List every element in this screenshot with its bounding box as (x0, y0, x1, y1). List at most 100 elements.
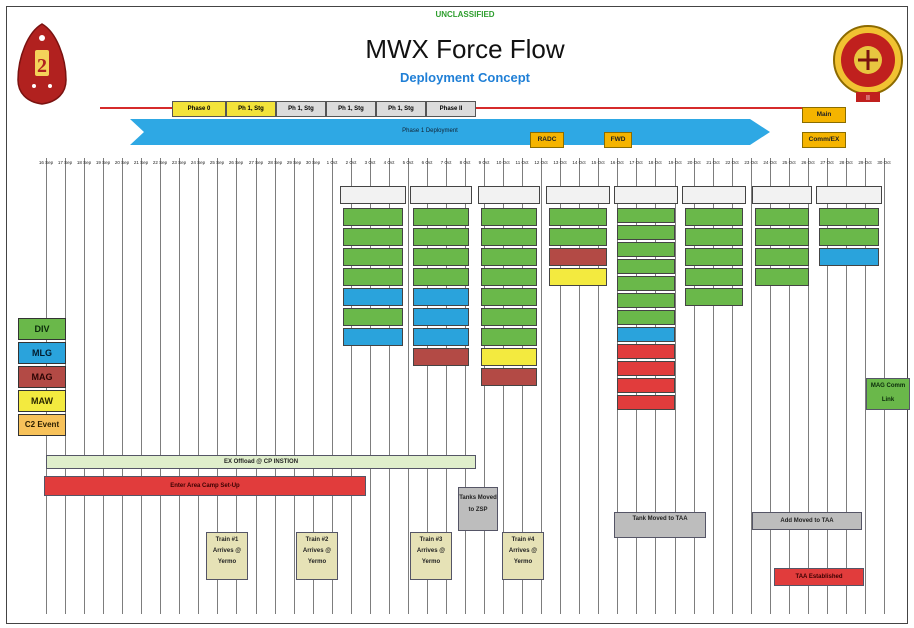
timeline-date-label: 19 Oct (668, 160, 682, 165)
unit-header (478, 186, 540, 204)
phase-1-stage-chip: Ph 1, Stg (226, 101, 276, 117)
unit-block (549, 268, 607, 286)
timeline-date-label: 20 Sep (114, 160, 130, 165)
timeline-tick (389, 158, 390, 614)
timeline-date-label: 13 Oct (553, 160, 567, 165)
timeline-date-label: 2 Oct (345, 160, 357, 165)
timeline-date-label: 17 Oct (629, 160, 643, 165)
legend-mlg: MLG (18, 342, 66, 364)
timeline-tick (503, 158, 504, 614)
timeline-date-label: 9 Oct (478, 160, 490, 165)
unit-block (819, 208, 879, 226)
timeline-date-label: 16 Oct (610, 160, 624, 165)
timeline-date-label: 28 Oct (839, 160, 853, 165)
camp-setup-bar: Enter Area Camp Set-Up (44, 476, 366, 496)
deployment-banner-label: Phase 1 Deployment (402, 128, 458, 134)
division-emblem-icon: 2 (17, 23, 67, 105)
timeline-date-label: 29 Oct (858, 160, 872, 165)
timeline-tick (370, 158, 371, 614)
unit-block (343, 248, 403, 266)
unit-block (755, 208, 809, 226)
usmc-seal-icon: II (833, 25, 903, 102)
unit-block (819, 248, 879, 266)
timeline-date-label: 30 Oct (877, 160, 891, 165)
train-4-box: Train #4 Arrives @ Yermo (502, 532, 544, 580)
timeline-date-label: 6 Oct (421, 160, 433, 165)
unit-block (343, 268, 403, 286)
unit-block (617, 293, 675, 308)
timeline-tick (84, 158, 85, 614)
timeline-date-label: 15 Oct (591, 160, 605, 165)
classification-label: UNCLASSIFIED (435, 10, 495, 19)
timeline-tick (560, 158, 561, 614)
unit-block (549, 248, 607, 266)
timeline-date-label: 10 Oct (496, 160, 510, 165)
phase-1-stage-chip: Ph 1, Stg (326, 101, 376, 117)
timeline-tick (751, 158, 752, 614)
unit-header (614, 186, 678, 204)
unit-block (617, 395, 675, 410)
timeline-tick (694, 158, 695, 614)
offload-bar: EX Offload @ CP INSTION (46, 455, 476, 469)
timeline-date-label: 8 Oct (459, 160, 471, 165)
timeline-tick (522, 158, 523, 614)
timeline-date-label: 29 Sep (286, 160, 302, 165)
unit-block (413, 348, 469, 366)
slide-frame (6, 6, 908, 624)
add-taa-box: Add Moved to TAA (752, 512, 862, 530)
timeline-tick (732, 158, 733, 614)
unit-block (755, 228, 809, 246)
unit-block (481, 348, 537, 366)
timeline-tick (846, 158, 847, 614)
timeline-date-label: 4 Oct (383, 160, 395, 165)
timeline-tick (789, 158, 790, 614)
unit-header (546, 186, 610, 204)
timeline-tick (446, 158, 447, 614)
unit-block (617, 242, 675, 257)
unit-block (481, 268, 537, 286)
fwd-tag: FWD (604, 132, 632, 148)
tank-taa-box: Tank Moved to TAA (614, 512, 706, 538)
phase-0-chip: Phase 0 (172, 101, 226, 117)
legend-maw: MAW (18, 390, 66, 412)
unit-header (682, 186, 746, 204)
unit-block (343, 288, 403, 306)
main-tag: Main (802, 107, 846, 123)
timeline-tick (103, 158, 104, 614)
legend-c2-event: C2 Event (18, 414, 66, 436)
phase-2-chip: Phase II (426, 101, 476, 117)
timeline-tick (579, 158, 580, 614)
unit-block (617, 225, 675, 240)
tanks-zsp-box: Tanks Moved to ZSP (458, 487, 498, 531)
train-3-box: Train #3 Arrives @ Yermo (410, 532, 452, 580)
unit-block (617, 208, 675, 223)
train-2-box: Train #2 Arrives @ Yermo (296, 532, 338, 580)
timeline-date-label: 27 Oct (820, 160, 834, 165)
unit-block (617, 310, 675, 325)
phase-1-stage-chip: Ph 1, Stg (276, 101, 326, 117)
unit-block (617, 344, 675, 359)
unit-block (617, 378, 675, 393)
timeline-date-label: 11 Oct (515, 160, 529, 165)
timeline-tick (713, 158, 714, 614)
phase-1-stage-chip: Ph 1, Stg (376, 101, 426, 117)
legend-mag: MAG (18, 366, 66, 388)
timeline-date-label: 18 Sep (76, 160, 92, 165)
unit-block (549, 228, 607, 246)
timeline-tick (598, 158, 599, 614)
timeline-tick (675, 158, 676, 614)
timeline-tick (408, 158, 409, 614)
timeline-tick (808, 158, 809, 614)
svg-text:2: 2 (37, 55, 47, 77)
timeline-date-label: 7 Oct (440, 160, 452, 165)
unit-block (413, 268, 469, 286)
unit-header (340, 186, 406, 204)
unit-block (819, 228, 879, 246)
unit-block (685, 268, 743, 286)
timeline-tick (827, 158, 828, 614)
timeline-date-label: 30 Sep (305, 160, 321, 165)
timeline-date-label: 22 Oct (725, 160, 739, 165)
unit-block (549, 208, 607, 226)
timeline-date-label: 22 Sep (152, 160, 168, 165)
unit-block (413, 208, 469, 226)
